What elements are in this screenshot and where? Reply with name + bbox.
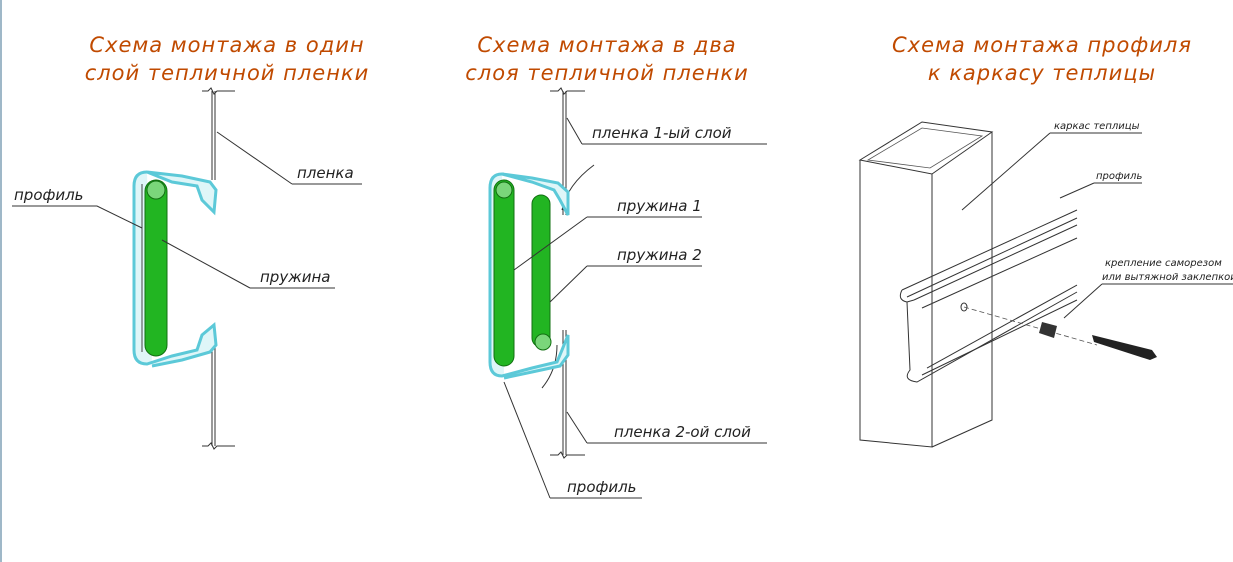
label-film-layer2: пленка 2-ой слой <box>614 423 751 441</box>
label-profile: профиль <box>1096 171 1142 182</box>
panel-frame-mount: Схема монтажа профиля к каркасу теплицы … <box>858 33 1233 448</box>
panel3-title-line2: к каркасу теплицы <box>928 61 1156 85</box>
label-fastening-line2: или вытяжной заклепкой <box>1102 272 1233 283</box>
label-profile: профиль <box>567 478 637 496</box>
label-spring1: пружина 1 <box>617 197 702 215</box>
rivet-and-screw <box>960 302 1157 360</box>
panel2-title-line2: слоя тепличной пленки <box>465 61 749 85</box>
label-film: пленка <box>297 164 354 182</box>
spring-1 <box>493 179 515 367</box>
greenhouse-frame-post <box>858 121 994 448</box>
label-fastening-line1: крепление саморезом <box>1105 258 1222 269</box>
panel3-title-line1: Схема монтажа профиля <box>892 33 1192 57</box>
film-line <box>202 87 235 450</box>
spring-2 <box>531 194 552 351</box>
label-film-layer1: пленка 1-ый слой <box>592 124 732 142</box>
panel-single-layer: Схема монтажа в один слой тепличной плен… <box>12 33 370 450</box>
label-profile: профиль <box>14 186 84 204</box>
profile-rail <box>899 209 1078 383</box>
panel2-title-line1: Схема монтажа в два <box>477 33 736 57</box>
label-frame: каркас теплицы <box>1054 121 1140 132</box>
panel1-title-line1: Схема монтажа в один <box>89 33 364 57</box>
profile-shape <box>132 170 218 368</box>
panel1-title-line2: слой тепличной пленки <box>85 61 370 85</box>
panel-double-layer: Схема монтажа в два слоя тепличной пленк… <box>465 33 767 499</box>
spring <box>144 179 168 357</box>
label-spring: пружина <box>260 268 330 286</box>
label-spring2: пружина 2 <box>617 246 702 264</box>
